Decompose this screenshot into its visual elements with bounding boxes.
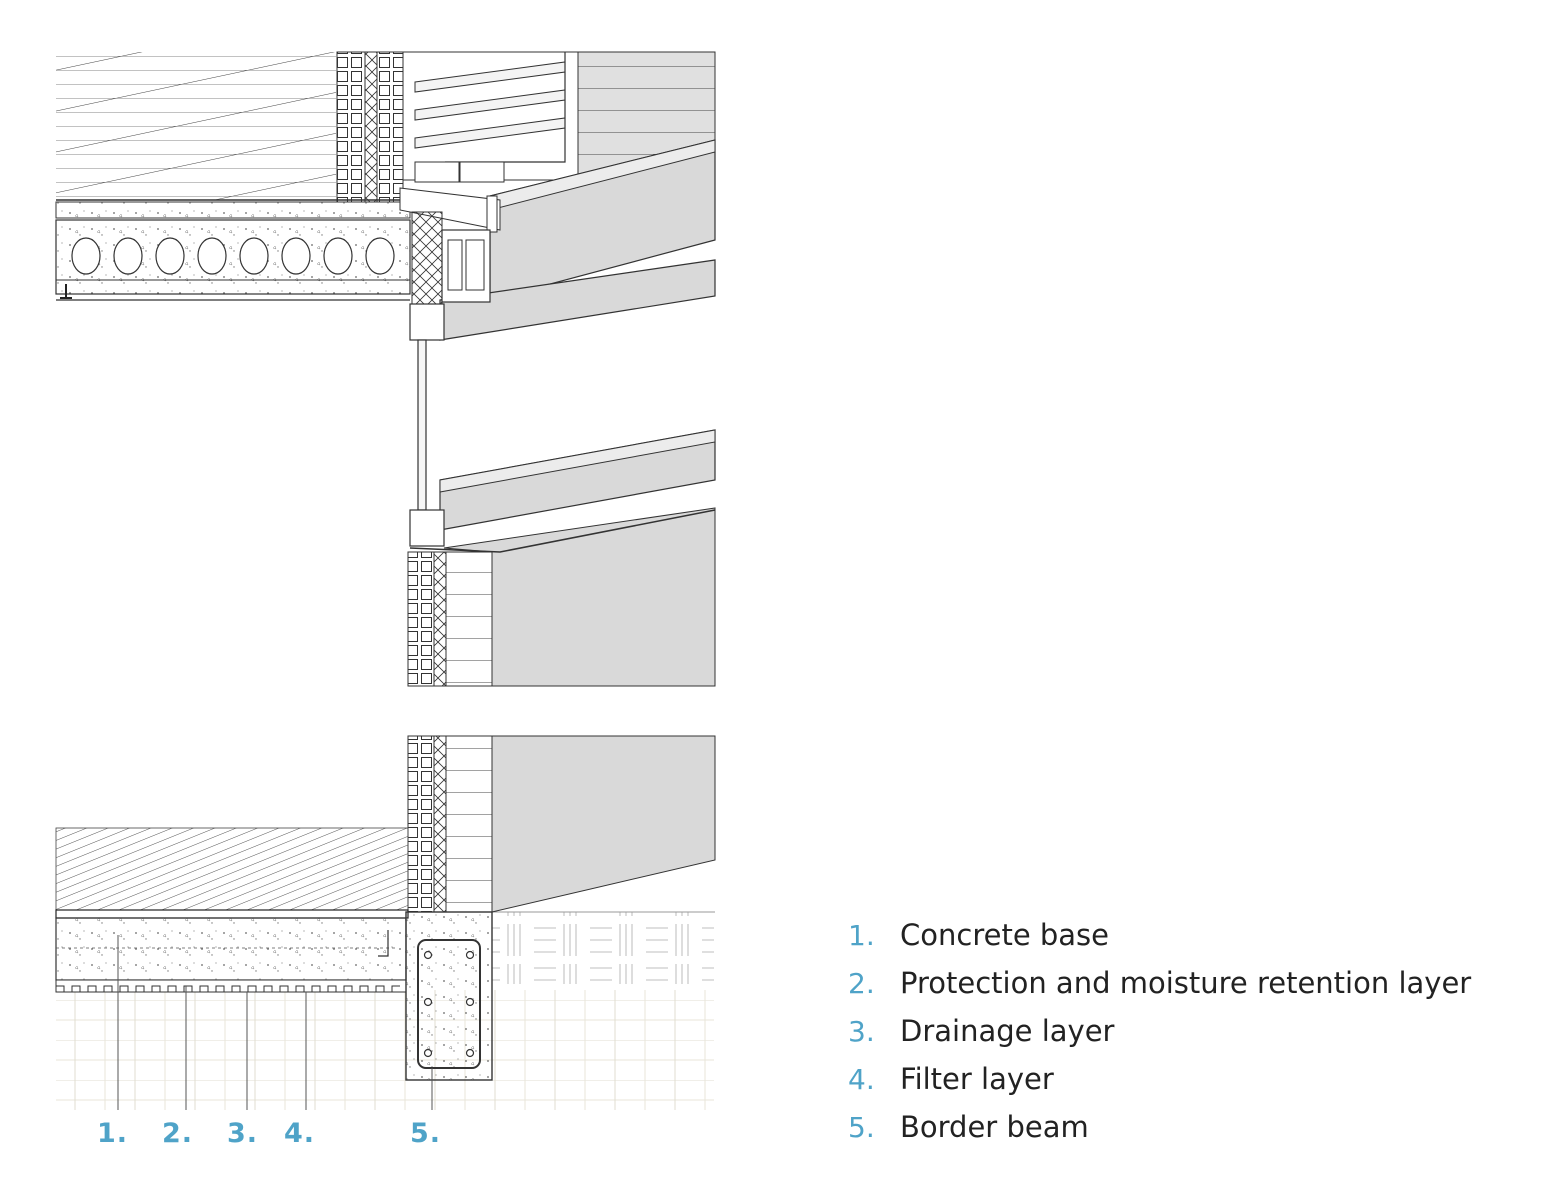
ground-brick-wall bbox=[407, 735, 435, 913]
legend-label: Concrete base bbox=[900, 918, 1110, 952]
upper-brick-wall bbox=[336, 51, 366, 203]
window-frame-top bbox=[411, 211, 443, 305]
upper-section bbox=[55, 51, 716, 687]
upper-lower-brick-wall bbox=[407, 551, 435, 687]
legend-number: 2. bbox=[848, 967, 875, 1000]
drainage-layer bbox=[55, 979, 407, 993]
legend: 1. Concrete base 2. Protection and moist… bbox=[848, 918, 1471, 1158]
legend-item: 4. Filter layer bbox=[848, 1062, 1471, 1110]
legend-item: 3. Drainage layer bbox=[848, 1014, 1471, 1062]
legend-item: 2. Protection and moisture retention lay… bbox=[848, 966, 1471, 1014]
legend-label: Protection and moisture retention layer bbox=[900, 966, 1472, 1000]
legend-item: 1. Concrete base bbox=[848, 918, 1471, 966]
callout-3: 3. bbox=[227, 1118, 259, 1149]
border-beam bbox=[405, 911, 493, 1081]
leader-lines bbox=[117, 935, 433, 1110]
legend-number: 1. bbox=[848, 919, 875, 952]
upper-screed bbox=[55, 201, 411, 219]
lower-section bbox=[55, 735, 716, 1110]
callout-4: 4. bbox=[284, 1118, 316, 1149]
ground-floor-finish bbox=[55, 827, 409, 911]
ground-soil bbox=[56, 990, 714, 1110]
legend-label: Filter layer bbox=[900, 1062, 1054, 1096]
legend-item: 5. Border beam bbox=[848, 1110, 1471, 1158]
glazing-pane bbox=[417, 339, 427, 511]
legend-label: Border beam bbox=[900, 1110, 1089, 1144]
callout-1: 1. bbox=[97, 1118, 129, 1149]
callout-2: 2. bbox=[162, 1118, 194, 1149]
concrete-base-slab bbox=[55, 917, 407, 981]
hollow-core-slab bbox=[55, 219, 411, 295]
callout-5: 5. bbox=[410, 1118, 442, 1149]
legend-label: Drainage layer bbox=[900, 1014, 1115, 1048]
legend-number: 5. bbox=[848, 1111, 875, 1144]
legend-number: 4. bbox=[848, 1063, 875, 1096]
legend-number: 3. bbox=[848, 1015, 875, 1048]
ground-weave bbox=[492, 912, 714, 984]
